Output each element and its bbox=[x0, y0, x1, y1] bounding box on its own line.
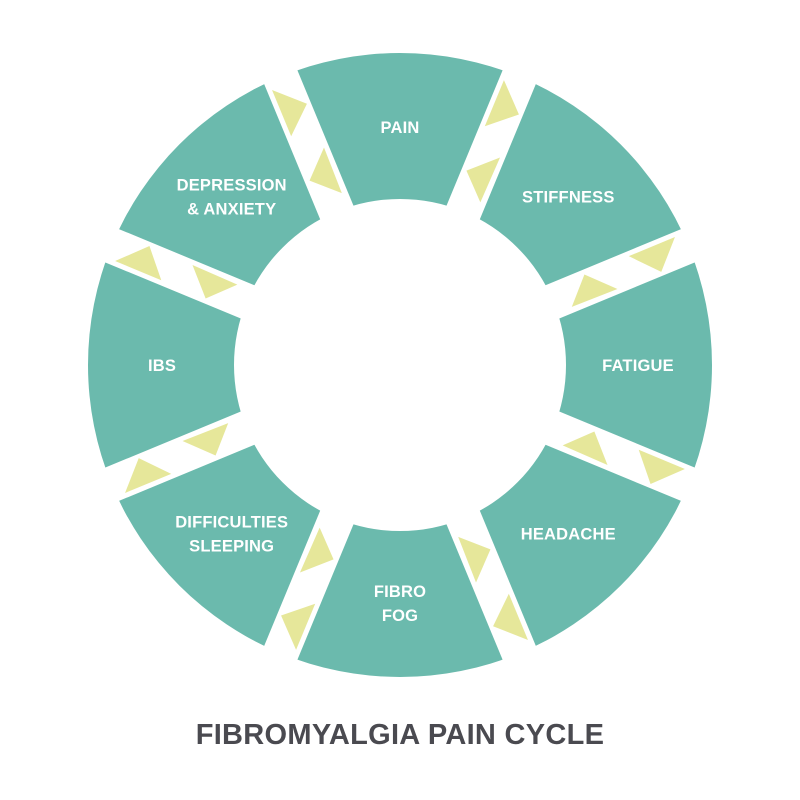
cycle-arrows bbox=[115, 80, 685, 650]
segment-labels: PAIN STIFFNESS FATIGUE HEADACHE FIBRO FOG DIFF… bbox=[148, 119, 674, 625]
diagram-title: FIBROMYALGIA PAIN CYCLE bbox=[195, 719, 605, 751]
arrow-triangle-icon-inner bbox=[458, 536, 491, 583]
segment-label-line: FOG bbox=[382, 607, 418, 625]
arrow-triangle-icon-inner bbox=[192, 264, 238, 299]
segment-label-depression-anxiety: DEPRESSION & ANXIETY bbox=[177, 177, 287, 219]
segment-label-line: IBS bbox=[148, 357, 176, 375]
segment-label-difficulties-sleeping: DIFFICULTIES SLEEPING bbox=[175, 513, 288, 555]
segment-label-fibro-fog: FIBRO FOG bbox=[374, 583, 426, 625]
arrow-triangle-icon-outer bbox=[115, 246, 162, 281]
arrow-triangle-icon-outer bbox=[638, 449, 685, 484]
arrow-triangle-icon-outer bbox=[493, 593, 528, 640]
segment-gap bbox=[527, 404, 714, 509]
ring-segments bbox=[88, 53, 712, 677]
segment-label-line: STIFFNESS bbox=[522, 189, 615, 207]
segment-label-line: HEADACHE bbox=[521, 525, 616, 543]
arrow-triangle-icon-outer bbox=[281, 603, 316, 650]
segment-label-line: FIBRO bbox=[374, 583, 426, 601]
segment-gap bbox=[439, 51, 544, 238]
arrow-triangle-icon-outer bbox=[484, 80, 519, 127]
arrow-triangle-icon-outer bbox=[125, 458, 172, 493]
segment-label-ibs: IBS bbox=[148, 357, 176, 375]
segment-label-stiffness: STIFFNESS bbox=[522, 189, 615, 207]
segment-label-line: & ANXIETY bbox=[187, 201, 276, 219]
segment-label-line: FATIGUE bbox=[602, 357, 674, 375]
arrow-triangle-icon-inner bbox=[562, 431, 608, 466]
arrow-triangle-icon-inner bbox=[571, 274, 618, 307]
arrow-triangle-icon-outer bbox=[628, 237, 675, 272]
segment-label-line: SLEEPING bbox=[189, 537, 274, 555]
arrow-triangle-icon-outer bbox=[272, 90, 307, 137]
ring bbox=[88, 53, 712, 677]
arrow-triangle-icon-inner bbox=[309, 147, 342, 194]
segment-label-headache: HEADACHE bbox=[521, 525, 616, 543]
segment-gap bbox=[256, 492, 361, 679]
arrow-triangle-icon-inner bbox=[299, 527, 334, 573]
segment-label-line: DIFFICULTIES bbox=[175, 513, 288, 531]
segment-label-line: DEPRESSION bbox=[177, 177, 287, 195]
arrow-triangle-icon-inner bbox=[466, 157, 501, 203]
segment-gap bbox=[86, 221, 273, 326]
arrow-triangle-icon-inner bbox=[182, 423, 229, 456]
segment-label-fatigue: FATIGUE bbox=[602, 357, 674, 375]
segment-label-pain: PAIN bbox=[381, 119, 420, 137]
segment-label-line: PAIN bbox=[381, 119, 420, 137]
